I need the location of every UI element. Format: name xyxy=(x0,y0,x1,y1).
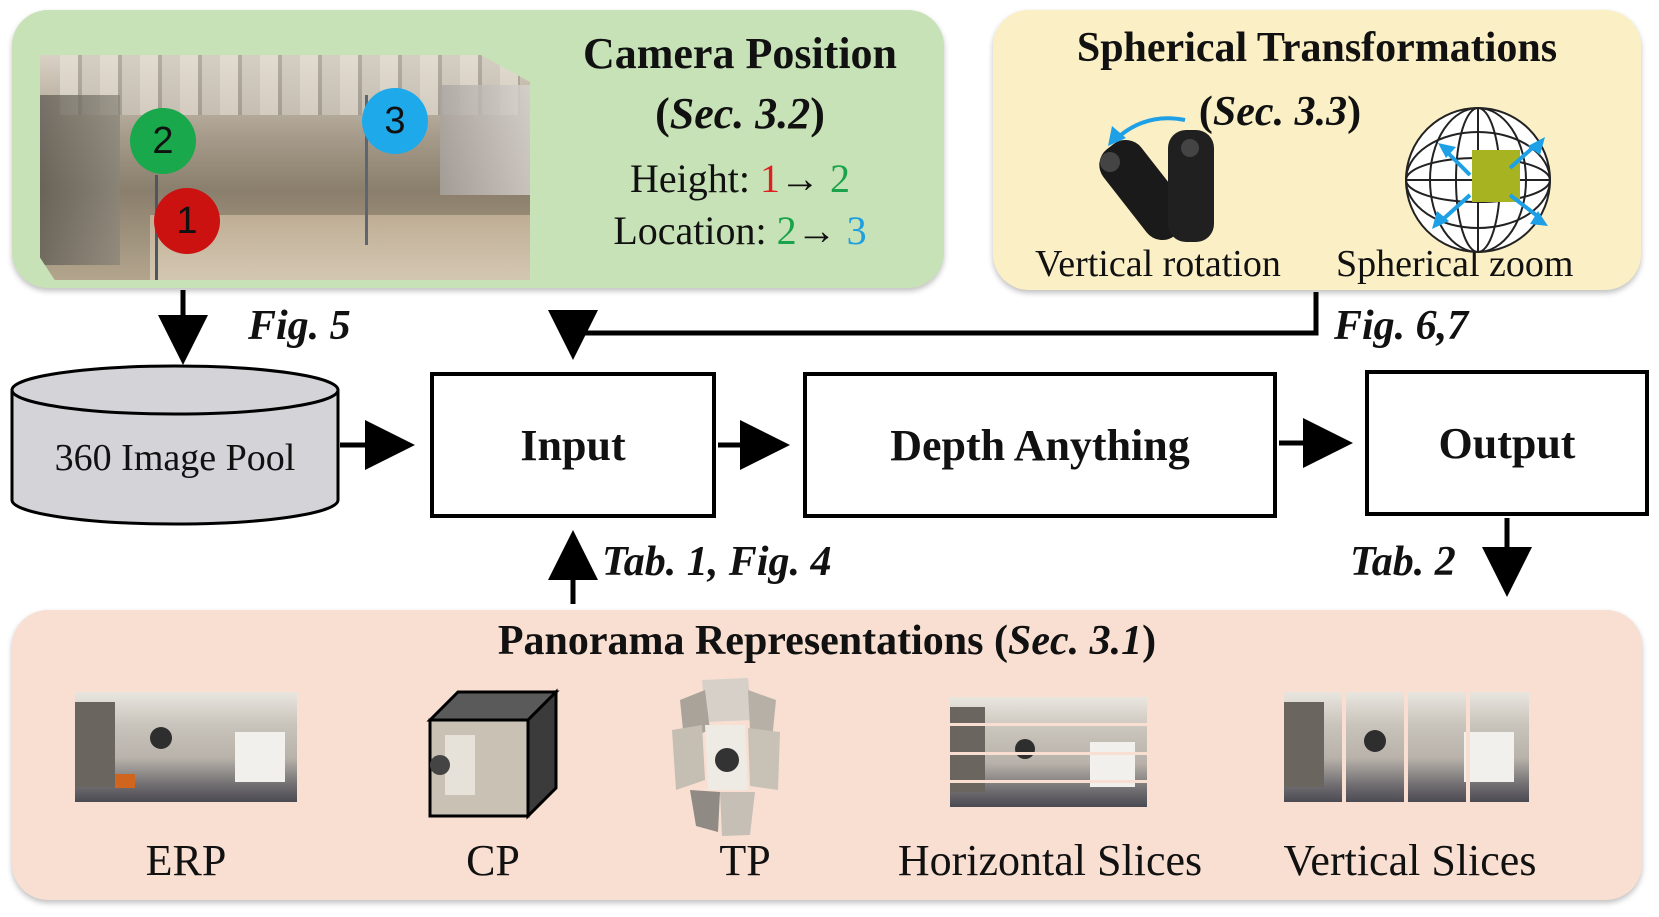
panorama-title-text: Panorama Representations xyxy=(497,618,984,664)
height-to: 2 xyxy=(829,156,850,201)
image-pool-label: 360 Image Pool xyxy=(54,437,296,479)
location-arrow: → xyxy=(796,208,837,253)
camera-rotation-icon xyxy=(1099,116,1214,242)
tab2-ref: Tab. 2 xyxy=(1350,539,1456,585)
scene-image xyxy=(40,55,530,280)
depth-anything-box: Depth Anything xyxy=(803,372,1277,518)
panorama-sec-ref: Sec. 3.1 xyxy=(1008,618,1143,664)
tangent-projection-icon xyxy=(672,678,780,836)
horizontal-slices-thumbnail xyxy=(950,697,1147,807)
height-from: 1 xyxy=(759,156,780,201)
cp-label: CP xyxy=(466,836,520,885)
arrow-spherical-to-input xyxy=(548,292,1319,360)
tp-label: TP xyxy=(719,836,771,885)
horizontal-slices-label: Horizontal Slices xyxy=(897,836,1203,885)
output-box: Output xyxy=(1365,370,1649,516)
camera-position-title: Camera Position xyxy=(582,29,898,78)
input-box: Input xyxy=(430,372,716,518)
camera-position-sec: (Sec. 3.2) xyxy=(655,89,825,138)
erp-label: ERP xyxy=(145,836,227,885)
camera-badge-2: 2 xyxy=(130,108,196,174)
camera-badge-3: 3 xyxy=(362,88,428,154)
location-to: 3 xyxy=(846,208,867,253)
erp-thumbnail xyxy=(75,692,297,802)
camera-sec-ref: Sec. 3.2 xyxy=(669,89,811,138)
height-label: Height: xyxy=(630,156,750,201)
output-label: Output xyxy=(1438,418,1576,468)
vertical-slices-thumbnail xyxy=(1284,692,1529,802)
location-label: Location: xyxy=(613,208,767,253)
spherical-sec-ref: Sec. 3.3 xyxy=(1212,89,1348,135)
fig67-ref: Fig. 6,7 xyxy=(1334,303,1469,349)
image-pool-cylinder xyxy=(10,364,340,526)
location-from: 2 xyxy=(776,208,797,253)
sphere-zoom-icon xyxy=(1405,107,1551,253)
spherical-zoom-label: Spherical zoom xyxy=(1336,243,1574,285)
height-arrow: → xyxy=(779,156,820,201)
cube-projection-icon xyxy=(426,688,560,820)
vertical-slices-label: Vertical Slices xyxy=(1283,836,1537,885)
camera-badge-1: 1 xyxy=(154,188,220,254)
input-label: Input xyxy=(520,420,626,470)
vertical-rotation-label: Vertical rotation xyxy=(1035,243,1281,285)
tab1fig4-ref: Tab. 1, Fig. 4 xyxy=(602,539,832,585)
spherical-sec: (Sec. 3.3) xyxy=(1198,89,1362,135)
spherical-title: Spherical Transformations xyxy=(1076,25,1558,71)
depth-anything-label: Depth Anything xyxy=(890,420,1190,470)
height-line: Height: 1→ 2 xyxy=(550,155,930,202)
panorama-title: Panorama Representations (Sec. 3.1) xyxy=(497,618,1157,664)
fig5-ref: Fig. 5 xyxy=(248,303,351,349)
location-line: Location: 2→ 3 xyxy=(550,207,930,254)
